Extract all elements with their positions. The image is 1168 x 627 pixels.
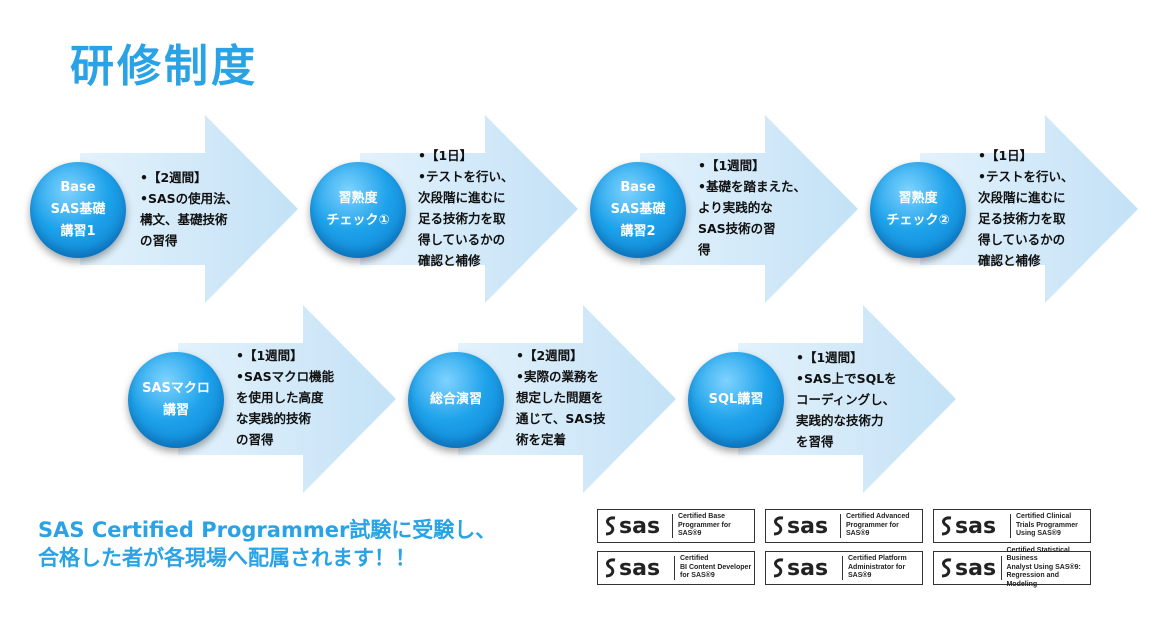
sas-swirl-icon <box>773 516 784 536</box>
arrow-shape <box>178 305 396 493</box>
badge-divider <box>1010 514 1011 538</box>
badge-cert-name: Certified Platform Administrator for SAS… <box>848 555 907 580</box>
sas-cert-badge-clinical: sas Certified Clinical Trials Programmer… <box>933 509 1091 543</box>
step-duration: •【2週間】 <box>516 348 583 363</box>
step-sql: SQL講習 •【1週間】 •SAS上でSQLを コーディングし、 実践的な技術力… <box>688 305 968 495</box>
step-base-sas-2: Base SAS基礎 講習2 •【1週間】 •基礎を踏まえた、 より実践的な S… <box>590 115 870 305</box>
step-circle-label: Base SAS基礎 講習1 <box>50 180 106 239</box>
step-text: •SASマクロ機能 を使用した高度 な実践的技術 の習得 <box>236 369 335 447</box>
step-description: •【1日】 •テストを行い、 次段階に進むに 足る技術力を取 得しているかの 確… <box>978 145 1074 271</box>
sas-swirl-icon <box>941 558 952 578</box>
sas-cert-badge-statistical: sas Certified Statistical Business Analy… <box>933 547 1091 588</box>
step-circle-label: SQL講習 <box>708 392 764 407</box>
badge-cert-name: Certified Advanced Programmer for SAS®9 <box>845 513 910 538</box>
step-circle: 習熟度 チェック② <box>870 162 966 258</box>
arrow-shape <box>640 115 858 303</box>
sas-logo: sas <box>934 514 1010 539</box>
step-comprehensive-exercise: 総合演習 •【2週間】 •実際の業務を 想定した問題を 通じて、SAS技 術を定… <box>408 305 688 495</box>
step-duration: •【2週間】 <box>140 170 207 185</box>
step-text: •SASの使用法、 構文、基礎技術 の習得 <box>140 191 239 248</box>
badge-cert-name: Certified BI Content Developer for SAS®9 <box>680 555 752 580</box>
badge-cert-name: Certified Clinical Trials Programmer Usi… <box>1016 513 1078 538</box>
step-circle-label: Base SAS基礎 講習2 <box>610 180 666 239</box>
arrow-shape <box>80 115 298 303</box>
step-circle: SQL講習 <box>688 352 784 448</box>
step-circle-label: SASマクロ 講習 <box>142 381 210 418</box>
step-text: •基礎を踏まえた、 より実践的な SAS技術の習 得 <box>698 179 806 257</box>
step-base-sas-1: Base SAS基礎 講習1 •【2週間】 •SASの使用法、 構文、基礎技術 … <box>30 115 310 305</box>
certification-message-line1: SAS Certified Programmer試験に受験し、 <box>38 518 497 542</box>
sas-logo: sas <box>934 556 1001 581</box>
badge-cert-name: Certified Statistical Business Analyst U… <box>1006 546 1081 588</box>
arrow-shape <box>920 115 1138 303</box>
sas-cert-badge-bi: sas Certified BI Content Developer for S… <box>597 551 755 585</box>
step-circle: Base SAS基礎 講習1 <box>30 162 126 258</box>
step-duration: •【1週間】 <box>796 350 863 365</box>
sas-cert-badge-base: sas Certified Base Programmer for SAS®9 <box>597 509 755 543</box>
sas-cert-badge-advanced: sas Certified Advanced Programmer for SA… <box>765 509 923 543</box>
step-duration: •【1日】 <box>978 148 1033 163</box>
step-circle: Base SAS基礎 講習2 <box>590 162 686 258</box>
step-description: •【2週間】 •SASの使用法、 構文、基礎技術 の習得 <box>140 167 238 251</box>
badge-divider <box>674 556 675 580</box>
arrow-shape <box>360 115 578 303</box>
sas-logo: sas <box>598 556 674 581</box>
sas-logo: sas <box>598 514 672 539</box>
badge-divider <box>671 514 673 538</box>
step-text: •テストを行い、 次段階に進むに 足る技術力を取 得しているかの 確認と補修 <box>978 169 1074 268</box>
step-check-2: 習熟度 チェック② •【1日】 •テストを行い、 次段階に進むに 足る技術力を取… <box>870 115 1150 305</box>
arrow-shape <box>458 305 676 493</box>
page-title: 研修制度 <box>70 41 258 92</box>
sas-swirl-icon <box>773 558 784 578</box>
step-description: •【2週間】 •実際の業務を 想定した問題を 通じて、SAS技 術を定着 <box>516 345 606 450</box>
badge-divider <box>1000 556 1002 580</box>
sas-swirl-icon <box>941 516 952 536</box>
arrow-shape <box>738 305 956 493</box>
step-circle-label: 習熟度 チェック① <box>326 191 390 228</box>
sas-swirl-icon <box>605 516 616 536</box>
sas-logo: sas <box>766 514 840 539</box>
step-duration: •【1週間】 <box>698 158 765 173</box>
step-circle: SASマクロ 講習 <box>128 352 224 448</box>
step-description: •【1週間】 •基礎を踏まえた、 より実践的な SAS技術の習 得 <box>698 155 806 260</box>
step-circle: 総合演習 <box>408 352 504 448</box>
badge-cert-name: Certified Base Programmer for SAS®9 <box>677 513 731 538</box>
step-duration: •【1週間】 <box>236 348 303 363</box>
step-text: •SAS上でSQLを コーディングし、 実践的な技術力 を習得 <box>796 371 897 449</box>
step-sas-macro: SASマクロ 講習 •【1週間】 •SASマクロ機能 を使用した高度 な実践的技… <box>128 305 408 495</box>
badge-divider <box>839 514 841 538</box>
step-description: •【1週間】 •SASマクロ機能 を使用した高度 な実践的技術 の習得 <box>236 345 334 450</box>
step-description: •【1日】 •テストを行い、 次段階に進むに 足る技術力を取 得しているかの 確… <box>418 145 514 271</box>
step-duration: •【1日】 <box>418 148 473 163</box>
step-text: •テストを行い、 次段階に進むに 足る技術力を取 得しているかの 確認と補修 <box>418 169 514 268</box>
step-description: •【1週間】 •SAS上でSQLを コーディングし、 実践的な技術力 を習得 <box>796 347 897 452</box>
certification-message-line2: 合格した者が各現場へ配属されます！！ <box>38 546 416 570</box>
step-text: •実際の業務を 想定した問題を 通じて、SAS技 術を定着 <box>516 369 606 447</box>
certification-message: SAS Certified Programmer試験に受験し、 合格した者が各現… <box>38 516 496 572</box>
badge-divider <box>842 556 843 580</box>
step-circle: 習熟度 チェック① <box>310 162 406 258</box>
sas-swirl-icon <box>605 558 616 578</box>
sas-cert-badge-platform: sas Certified Platform Administrator for… <box>765 551 923 585</box>
step-circle-label: 総合演習 <box>429 392 482 407</box>
step-check-1: 習熟度 チェック① •【1日】 •テストを行い、 次段階に進むに 足る技術力を取… <box>310 115 590 305</box>
step-circle-label: 習熟度 チェック② <box>886 191 950 228</box>
sas-logo: sas <box>766 556 842 581</box>
